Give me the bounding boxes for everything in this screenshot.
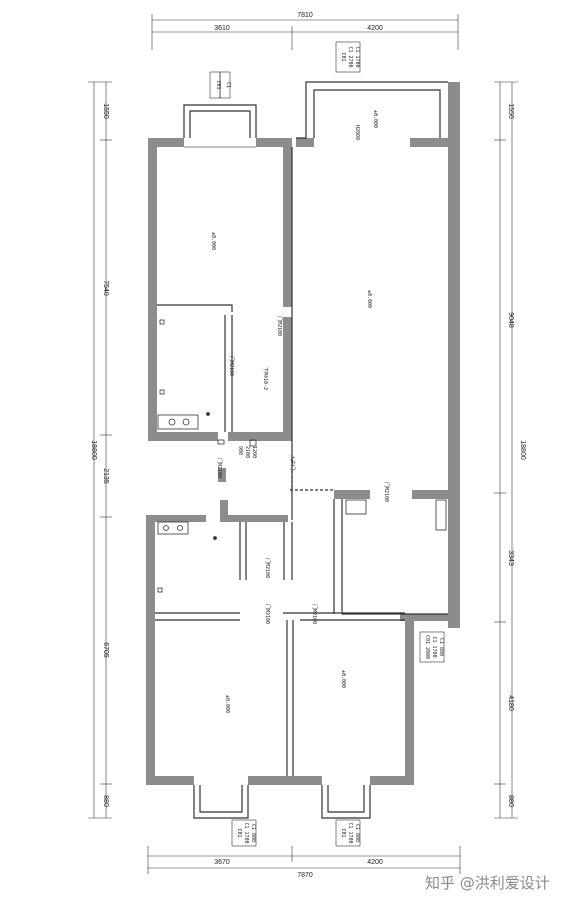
room-label-bedroom-top: ±0.000 (210, 232, 216, 250)
fixtures (157, 319, 447, 593)
room-label-balcony: ±0.000 (372, 110, 378, 128)
note-door-6: 门M2100 (264, 604, 271, 624)
watermark: 知乎 @洪利爱设计 (425, 874, 550, 892)
dim-left-2: 7540 (102, 280, 109, 296)
window-tag-bottom-right-1: C01 (340, 828, 346, 837)
dim-left-3: 2135 (102, 468, 109, 484)
note-entry: 入户门 (289, 455, 296, 470)
thin-walls (155, 81, 448, 819)
window-tag-bottom-right-3: C1 880 (354, 824, 360, 842)
note-stair-1: 900 (237, 446, 243, 455)
window-tag-top-right-2: C1 2700 (347, 46, 353, 67)
dim-left-5: 880 (102, 795, 109, 807)
window-tag-right-mid-1: C01 2800 (424, 635, 430, 659)
dim-right-2: 9048 (507, 312, 514, 328)
window-tag-bottom-right-2: C1 1700 (347, 822, 353, 843)
dim-left-total: 18800 (90, 440, 97, 460)
room-label-living: ±0.000 (366, 290, 372, 308)
window-tag-bottom-right: C01 C1 1700 C1 880 (335, 819, 361, 847)
room-label-bedroom-bottom-left: ±0.000 (224, 695, 230, 713)
note-door-7: 门M2100 (311, 604, 318, 624)
dim-top-right: 4200 (367, 25, 383, 32)
dim-left-1: 1550 (102, 103, 109, 119)
window-tag-top-right: C01 C1 2700 C1 1700 (335, 41, 361, 73)
window-tag-bottom-left-2: C1 1700 (243, 822, 249, 843)
dim-left-4: 6705 (102, 642, 109, 658)
window-tag-top-left-2: C1 (225, 82, 231, 88)
dimension-lines (88, 14, 518, 874)
dim-right-5: 880 (507, 795, 514, 807)
window-tag-right-mid: C01 2800 C1 1700 C1 880 (419, 631, 445, 663)
dim-right-total: 18800 (519, 440, 526, 460)
window-tag-right-mid-2: C1 1700 (431, 636, 437, 657)
window-tag-top-left: C01 C1 (209, 71, 231, 99)
dim-right-4: 4180 (507, 695, 514, 711)
dim-bottom-left: 3670 (214, 859, 230, 866)
note-door-3: 门M2100 (216, 458, 223, 478)
note-living-height: H2800 (354, 125, 360, 140)
room-label-bedroom-bottom-right: ±0.000 (340, 670, 346, 688)
note-door-2: 门M2100 (228, 356, 235, 376)
note-door-5: 门M2100 (264, 558, 271, 578)
window-tag-top-right-1: C01 (340, 52, 346, 61)
dim-bottom-total: 7870 (297, 872, 313, 879)
window-tag-top-right-3: C1 1700 (354, 46, 360, 67)
dim-right-3: 3343 (507, 550, 514, 566)
dim-right-1: 1550 (507, 103, 514, 119)
window-tag-bottom-left: C01 C1 1700 C1 880 (231, 819, 257, 847)
note-toilet-sign: 下M410-2 (262, 367, 268, 390)
note-door-1: 门M2100 (276, 316, 283, 336)
walls (146, 82, 460, 785)
note-stair-3: 1200 (251, 446, 257, 458)
dim-bottom-right: 4200 (367, 859, 383, 866)
window-tag-bottom-left-1: C01 (236, 828, 242, 837)
note-stair-2: 2100 (244, 446, 250, 458)
dim-top-left: 3610 (214, 25, 230, 32)
window-tag-right-mid-3: C1 880 (438, 638, 444, 656)
note-door-4: 门M2100 (383, 482, 390, 502)
dim-top-total: 7810 (297, 12, 313, 19)
window-tag-top-left-1: C01 (215, 80, 221, 89)
window-tag-bottom-left-3: C1 880 (250, 824, 256, 842)
